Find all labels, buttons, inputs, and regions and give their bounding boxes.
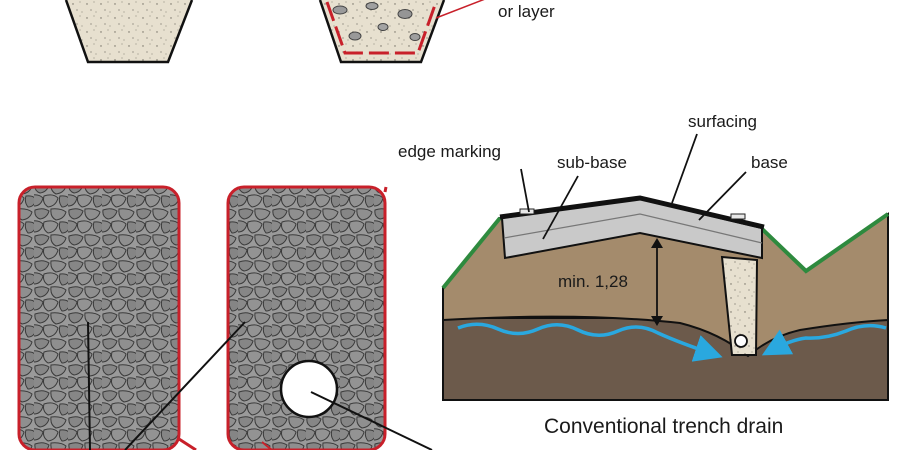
surfacing-layer <box>499 195 765 230</box>
min-depth-label: min. 1,28 <box>558 272 628 291</box>
sand-trench-section <box>64 0 194 64</box>
leader-lines-bottom <box>87 321 433 451</box>
sub-base-label: sub-base <box>557 153 627 172</box>
fabric-leader-line <box>435 0 485 19</box>
gravel-fabric-trench-section <box>318 0 485 64</box>
diagram-caption: Conventional trench drain <box>544 415 783 438</box>
water-flow-right <box>761 323 887 356</box>
edge-marker-right <box>730 213 746 220</box>
edge-marker-left <box>519 208 535 215</box>
drain-pipe <box>279 359 339 419</box>
edge-marking-label: edge marking <box>398 142 501 161</box>
trench-pipe <box>734 334 748 348</box>
surfacing-label: surfacing <box>688 112 757 131</box>
conventional-trench-drain-section <box>441 133 890 401</box>
gravel-trench-block <box>17 185 197 452</box>
base-label: base <box>751 153 788 172</box>
or-layer-label: or layer <box>498 2 555 21</box>
drain-trench <box>720 255 759 356</box>
gravel-pipe-trench-block <box>226 185 388 452</box>
water-flow-left <box>457 322 723 362</box>
